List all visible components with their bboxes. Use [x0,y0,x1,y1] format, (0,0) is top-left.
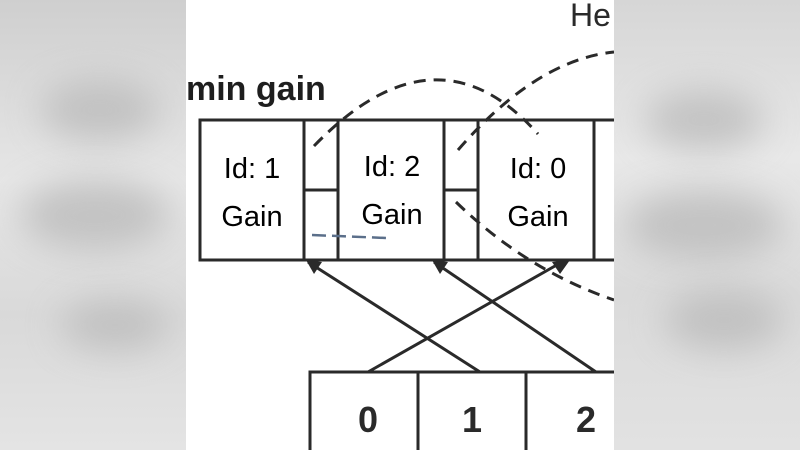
heap-label: He [570,0,611,33]
arrow-index-to-node [433,260,597,374]
node-row [198,118,614,262]
node-0-id-label: Id: 0 [510,153,566,185]
index-cell-2: 2 [576,399,596,440]
node-2-id-label: Id: 2 [364,151,420,183]
blur-shape [20,180,170,250]
diagram-title: min gain [186,70,326,108]
diagram-stage: min gain He Id: 1 Gain Id: 2 Gain Id: 0 … [186,0,614,450]
dashed-link-curve [454,200,614,302]
blur-shape [624,190,784,260]
arrow-heads [306,260,570,274]
arrow-head [432,260,448,274]
index-cell-0: 0 [358,399,378,440]
blurred-right-panel [614,0,800,450]
dashed-link-curve [312,78,540,148]
node-1-gain-label: Gain [221,201,282,233]
node-0-gain-label: Gain [507,201,568,233]
index-cell-1: 1 [462,399,482,440]
blur-shape [60,300,170,350]
dashed-link-curve [456,50,614,151]
blur-shape [40,80,160,140]
blurred-left-panel [0,0,186,450]
heap-links [312,50,614,302]
blur-shape [664,290,784,350]
node-1-id-label: Id: 1 [224,153,280,185]
node-2-gain-label: Gain [361,199,422,231]
arrow-index-to-node [307,260,481,374]
blur-shape [644,90,764,150]
dashed-accent-line [311,233,387,240]
diagram-svg: min gain He Id: 1 Gain Id: 2 Gain Id: 0 … [186,0,614,450]
index-array [308,370,614,450]
node-row-frame [198,118,614,262]
arrow-head [306,260,322,274]
arrow-index-to-node [367,260,563,374]
arrow-head [552,260,570,274]
index-array-frame [308,370,614,450]
pointer-arrows [307,260,597,374]
